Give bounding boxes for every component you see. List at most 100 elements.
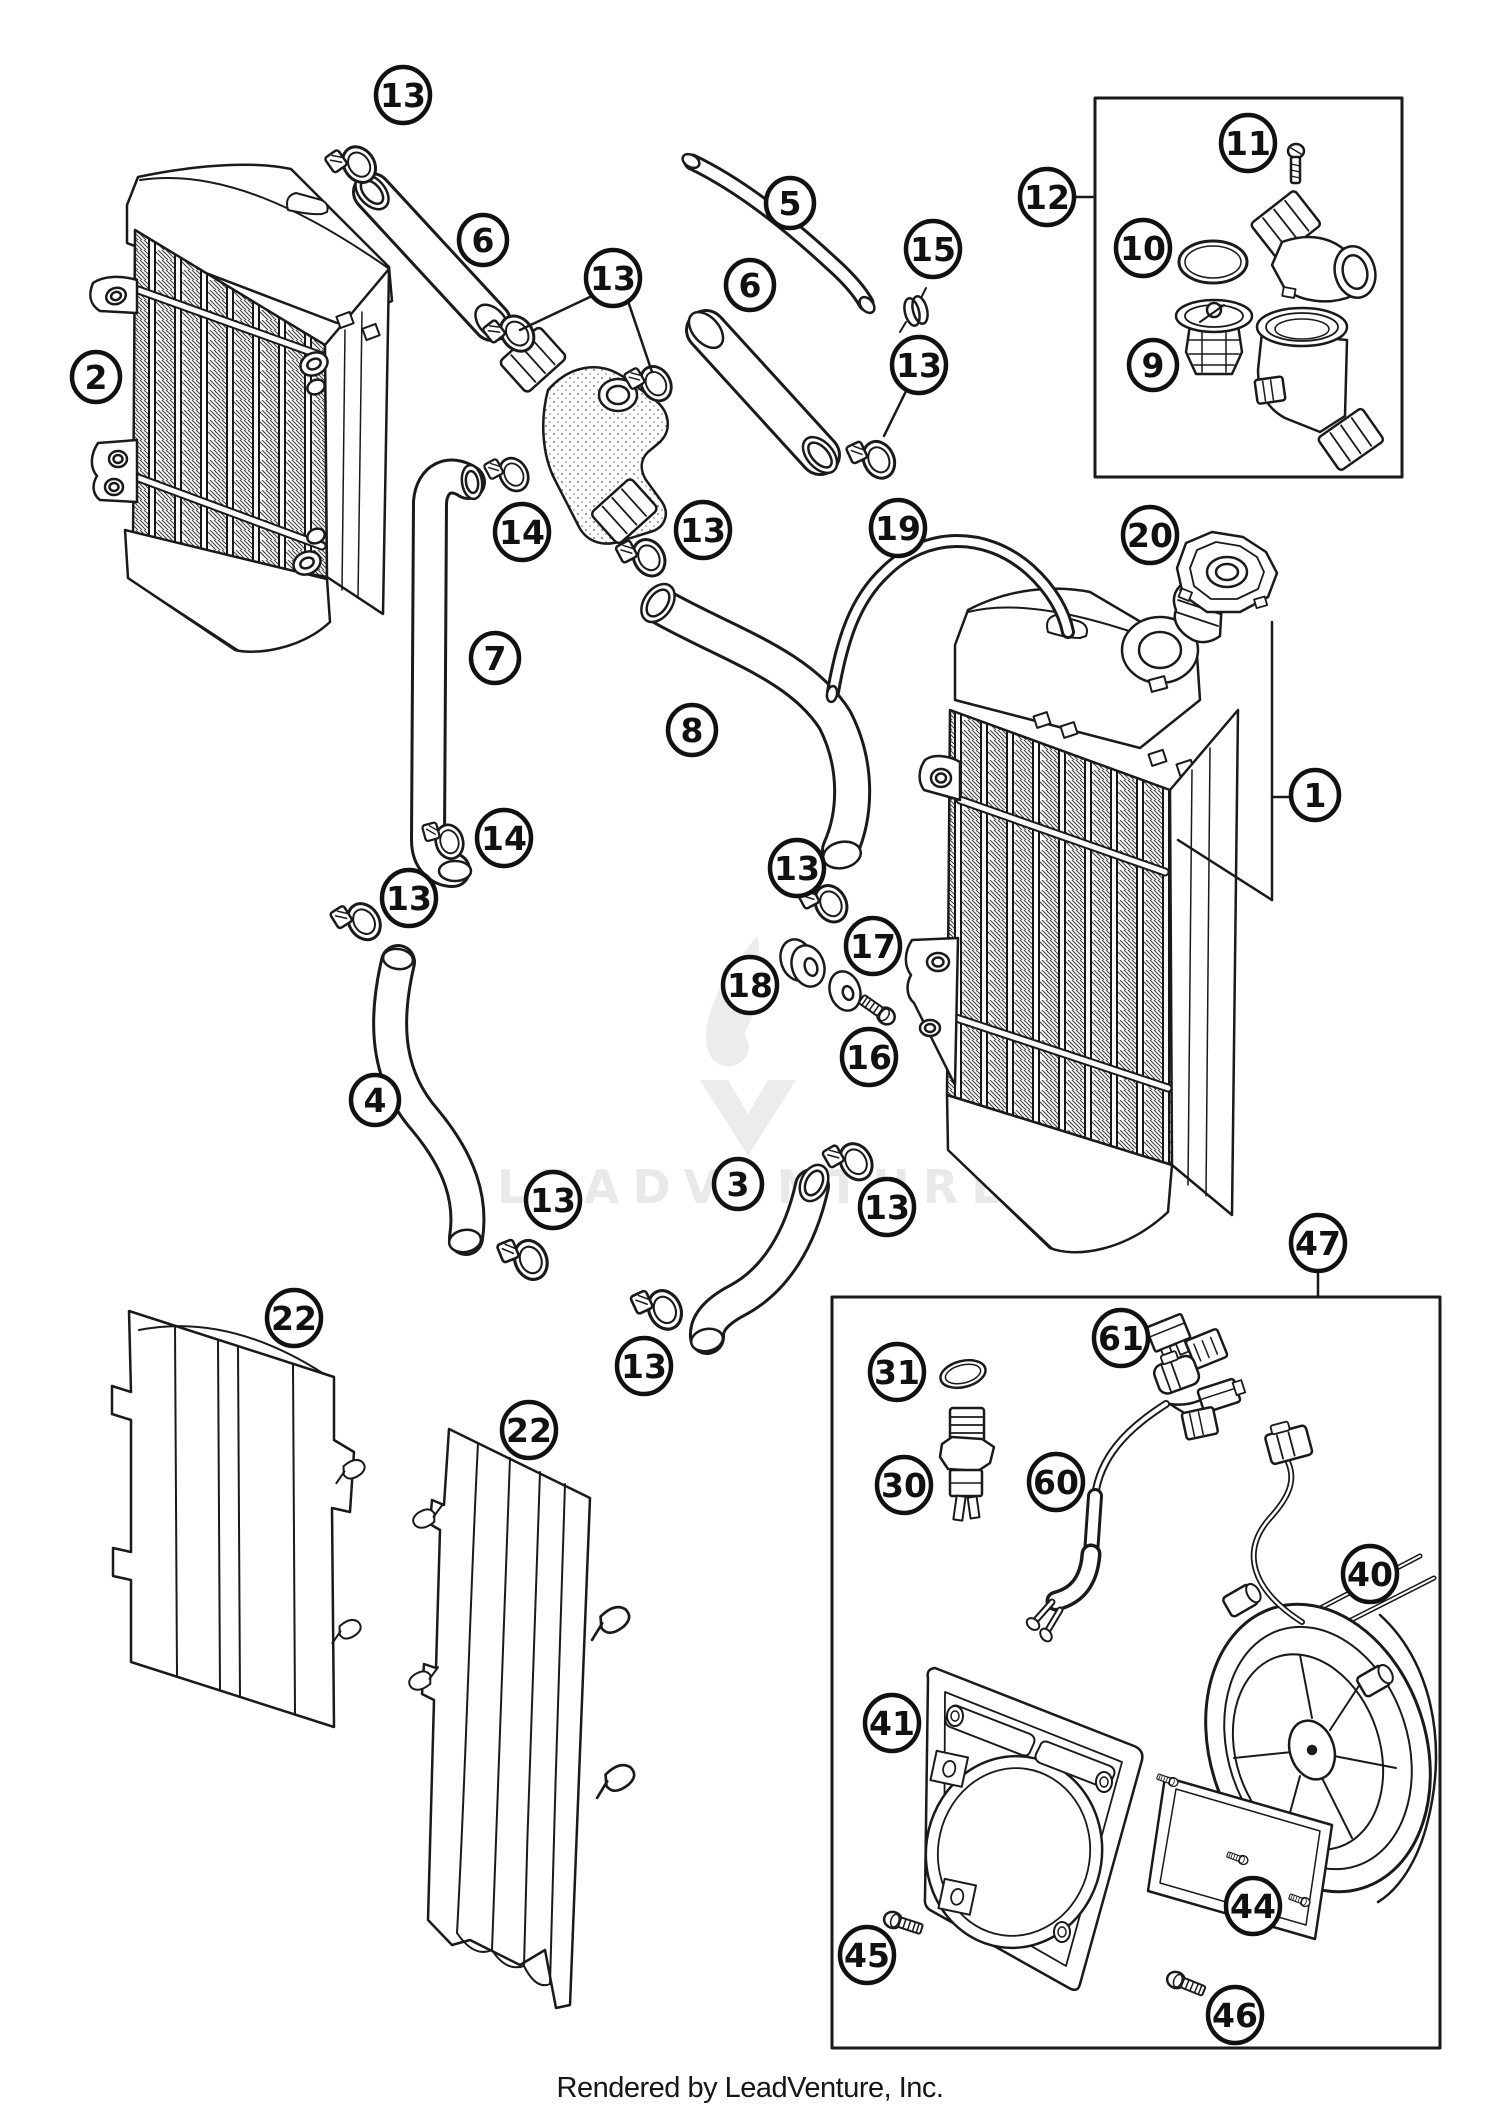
callout-22: 22 xyxy=(264,1287,324,1349)
callout-46: 46 xyxy=(1205,1984,1265,2046)
callout-number: 19 xyxy=(875,509,921,548)
thermostat-housing-lower xyxy=(1253,306,1385,471)
callout-22: 22 xyxy=(499,1399,559,1461)
callout-circle xyxy=(348,1072,402,1128)
callout-number: 13 xyxy=(380,76,426,115)
hose-clamps xyxy=(322,134,929,1341)
callout-12: 12 xyxy=(1017,166,1077,228)
callout-circle xyxy=(1218,112,1278,174)
callout-number: 12 xyxy=(1024,178,1070,217)
callout-18: 18 xyxy=(720,954,780,1016)
callout-13: 13 xyxy=(889,334,949,396)
wiring-harness-60 xyxy=(1025,1350,1247,1643)
o-ring-31 xyxy=(939,1358,987,1390)
callout-47: 47 xyxy=(1288,1212,1348,1274)
callout-number: 18 xyxy=(727,966,773,1005)
callout-number: 13 xyxy=(864,1188,910,1227)
callout-number: 9 xyxy=(1142,346,1165,385)
callout-circle xyxy=(492,501,552,563)
callout-13: 13 xyxy=(583,247,643,309)
callout-number: 61 xyxy=(1098,1319,1144,1358)
leader-line xyxy=(882,385,910,438)
callout-number: 10 xyxy=(1120,229,1166,268)
callout-circle xyxy=(903,218,963,280)
callout-61: 61 xyxy=(1091,1307,1151,1369)
callout-8: 8 xyxy=(665,702,719,758)
callout-number: 3 xyxy=(727,1165,750,1204)
callout-circle xyxy=(867,1341,927,1403)
callout-circle xyxy=(264,1287,324,1349)
callout-circle xyxy=(673,499,733,561)
hose-3 xyxy=(689,1163,830,1355)
callout-circle xyxy=(889,334,949,396)
fan-plate-44 xyxy=(1146,1771,1334,1941)
callout-number: 13 xyxy=(680,511,726,550)
fan-shroud-41 xyxy=(923,1666,1144,1992)
callout-13: 13 xyxy=(767,837,827,899)
fan-kit-box xyxy=(830,1295,1442,2050)
screw-46 xyxy=(1163,1967,1209,2000)
callout-11: 11 xyxy=(1218,112,1278,174)
radiator-guard-right xyxy=(405,1427,640,2010)
callout-number: 16 xyxy=(846,1038,892,1077)
callout-circle xyxy=(723,257,777,313)
mount-plug-parts xyxy=(779,938,900,1029)
callout-number: 5 xyxy=(779,184,802,223)
callout-number: 40 xyxy=(1347,1555,1393,1594)
callout-number: 22 xyxy=(506,1411,552,1450)
callout-13: 13 xyxy=(379,867,439,929)
wire-clamp-15 xyxy=(899,287,929,333)
callout-circle xyxy=(1113,217,1173,279)
callout-number: 13 xyxy=(590,259,636,298)
callout-circle xyxy=(843,915,903,977)
callout-circle xyxy=(523,1169,583,1231)
leader-line xyxy=(1176,838,1274,902)
hose-4 xyxy=(372,944,486,1256)
callout-number: 20 xyxy=(1127,516,1173,555)
callout-60: 60 xyxy=(1026,1451,1086,1513)
callout-14: 14 xyxy=(492,501,552,563)
callout-circle xyxy=(711,1156,765,1212)
hose-5 xyxy=(681,152,876,315)
callout-number: 46 xyxy=(1212,1996,1258,2035)
callout-circle xyxy=(1288,1212,1348,1274)
callout-number: 14 xyxy=(499,513,545,552)
callout-20: 20 xyxy=(1120,504,1180,566)
callout-circle xyxy=(837,1924,897,1986)
thermostat-housing-upper xyxy=(1250,190,1377,303)
radiator-cap-20 xyxy=(1172,530,1279,644)
hose-19 xyxy=(825,534,1075,704)
kit-boxes xyxy=(830,96,1442,2050)
right-radiator xyxy=(904,587,1240,1254)
hose-6-lower xyxy=(685,309,841,476)
callout-13: 13 xyxy=(523,1169,583,1231)
callout-14: 14 xyxy=(474,807,534,869)
callout-number: 60 xyxy=(1033,1463,1079,1502)
fan-kit xyxy=(880,1312,1438,2000)
callout-circle xyxy=(474,807,534,869)
callout-3: 3 xyxy=(711,1156,765,1212)
callout-16: 16 xyxy=(839,1026,899,1088)
callout-number: 6 xyxy=(739,266,762,305)
thermostat-kit xyxy=(1174,142,1385,471)
callout-19: 19 xyxy=(868,497,928,559)
o-ring-10 xyxy=(1177,239,1249,285)
hose-8 xyxy=(640,582,872,870)
callout-15: 15 xyxy=(903,218,963,280)
y-distributor-fitting xyxy=(499,326,669,545)
callout-circle xyxy=(1223,1875,1283,1937)
hose-7 xyxy=(410,458,486,888)
callout-number: 2 xyxy=(85,358,108,397)
callout-number: 30 xyxy=(881,1466,927,1505)
callout-circle xyxy=(1120,504,1180,566)
callout-circle xyxy=(379,867,439,929)
callout-number: 44 xyxy=(1230,1887,1276,1926)
callout-number: 8 xyxy=(681,711,704,750)
callout-number: 13 xyxy=(896,346,942,385)
screw-45 xyxy=(880,1908,926,1939)
callout-number: 13 xyxy=(386,879,432,918)
callout-number: 17 xyxy=(850,927,896,966)
callout-44: 44 xyxy=(1223,1875,1283,1937)
